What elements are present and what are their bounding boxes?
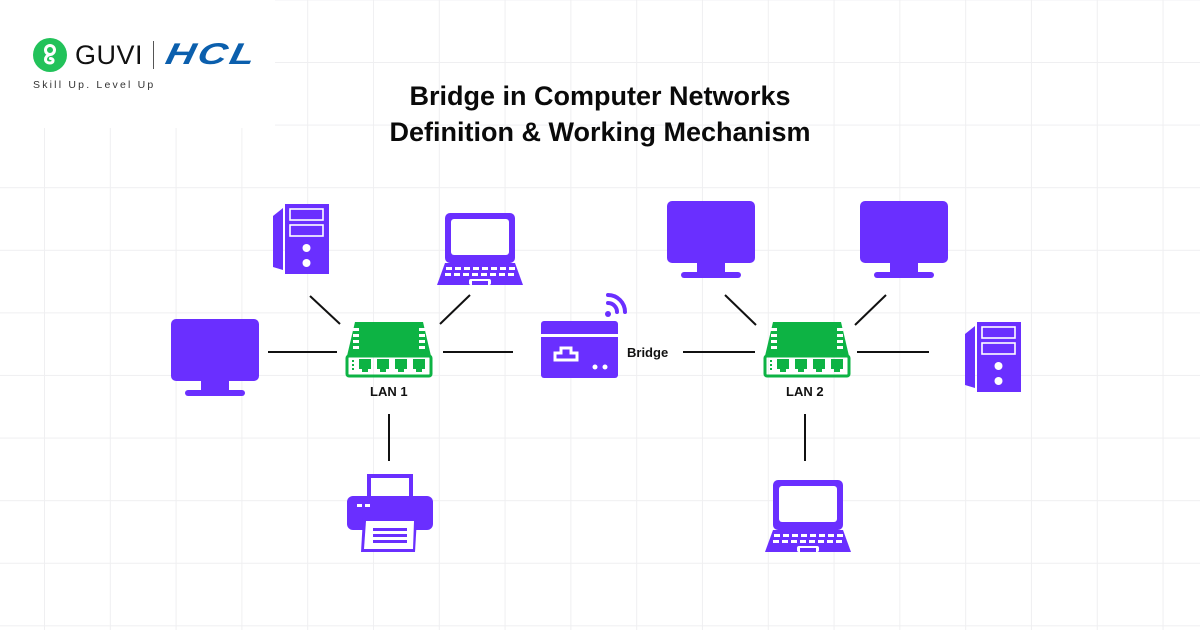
lan2-monitor-left-icon	[667, 201, 755, 278]
logo-divider	[153, 41, 155, 69]
lan1-monitor-icon	[171, 319, 259, 396]
page-subtitle: Definition & Working Mechanism	[389, 117, 811, 147]
lan1-tower-pc-icon	[272, 203, 330, 275]
lan2-label: LAN 2	[786, 384, 824, 399]
lan2-connections	[683, 294, 929, 461]
guvi-wordmark: GUVI	[75, 39, 144, 70]
lan2-monitor-right-icon	[860, 201, 948, 278]
lan2-tower-pc-icon	[964, 321, 1022, 393]
page-title: Bridge in Computer Networks	[409, 81, 791, 111]
bridge-icon	[541, 321, 618, 378]
lan1-connections	[268, 294, 513, 461]
link-monitor-right-lan2	[854, 294, 887, 326]
brand-tagline: Skill Up. Level Up	[33, 79, 156, 91]
lan2-laptop-icon	[765, 480, 851, 552]
lan1-switch-icon	[345, 320, 433, 378]
link-tower-lan1	[309, 295, 341, 325]
link-laptop-lan1	[439, 294, 471, 325]
bridge-label: Bridge	[627, 345, 669, 360]
brand-logo: GUVI HCL	[33, 38, 261, 72]
lan1-printer-icon	[347, 474, 433, 552]
lan1-laptop-icon	[437, 213, 523, 285]
guvi-logo-icon	[33, 38, 67, 72]
link-monitor-left-lan2	[724, 294, 757, 326]
wifi-icon	[605, 293, 627, 317]
lan1-label: LAN 1	[370, 384, 408, 399]
lan2-switch-icon	[763, 320, 851, 378]
